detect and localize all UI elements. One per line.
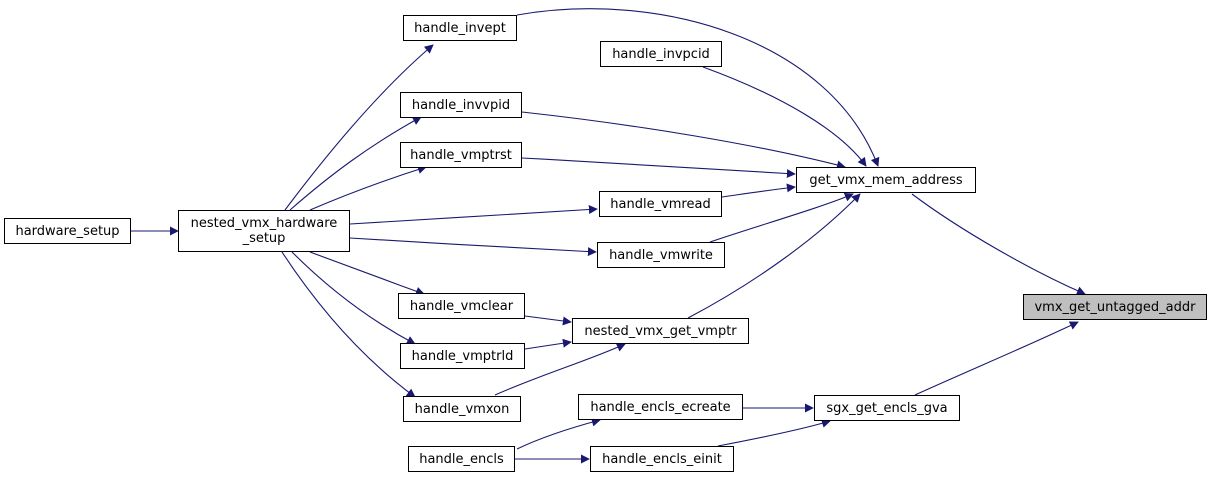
- edge-handle_vmptrst-to-get_vmx_mem_address: [521, 157, 796, 179]
- edge-nested_vmx_hardware_setup-to-handle_invvpid: [289, 116, 422, 211]
- edge-handle_invept-to-get_vmx_mem_address: [516, 8, 880, 167]
- edge-nested_vmx_hardware_setup-to-handle_vmclear: [309, 251, 425, 296]
- edge-nested_vmx_hardware_setup-to-handle_vmread: [349, 205, 598, 225]
- node-handle-invvpid[interactable]: handle_invvpid: [400, 92, 522, 118]
- edge-handle_encls-to-handle_encls_ecreate: [516, 417, 601, 450]
- node-handle-invept[interactable]: handle_invept: [403, 15, 517, 41]
- node-handle-encls[interactable]: handle_encls: [408, 446, 515, 472]
- node-handle-invpcid[interactable]: handle_invpcid: [600, 41, 722, 67]
- node-handle-encls-ecreate[interactable]: handle_encls_ecreate: [578, 394, 743, 420]
- edge-nested_vmx_hardware_setup-to-handle_vmptrst: [309, 165, 427, 211]
- edge-nested_vmx_hardware_setup-to-handle_vmxon: [281, 251, 416, 398]
- node-handle-vmptrld[interactable]: handle_vmptrld: [400, 343, 525, 369]
- node-handle-vmptrst[interactable]: handle_vmptrst: [400, 142, 522, 168]
- edge-handle_vmptrld-to-nested_vmx_get_vmptr: [524, 338, 572, 350]
- node-handle-vmwrite[interactable]: handle_vmwrite: [597, 242, 725, 268]
- node-nested-vmx-get-vmptr[interactable]: nested_vmx_get_vmptr: [572, 318, 749, 344]
- node-sgx-get-encls-gva[interactable]: sgx_get_encls_gva: [814, 395, 960, 421]
- node-hardware-setup[interactable]: hardware_setup: [4, 218, 131, 244]
- edge-handle_invvpid-to-get_vmx_mem_address: [521, 111, 846, 170]
- edge-handle_vmxon-to-nested_vmx_get_vmptr: [494, 343, 626, 396]
- edge-get_vmx_mem_address-to-vmx_get_untagged_addr: [911, 193, 1086, 295]
- node-get-vmx-mem-address[interactable]: get_vmx_mem_address: [796, 167, 976, 193]
- edge-nested_vmx_get_vmptr-to-get_vmx_mem_address: [687, 193, 861, 319]
- node-handle-vmxon[interactable]: handle_vmxon: [403, 396, 521, 422]
- edge-handle_encls_einit-to-sgx_get_encls_gva: [717, 419, 831, 447]
- edge-handle_vmclear-to-nested_vmx_get_vmptr: [524, 315, 572, 326]
- edge-nested_vmx_hardware_setup-to-handle_invept: [284, 44, 434, 211]
- edge-nested_vmx_hardware_setup-to-handle_vmptrld: [291, 251, 416, 345]
- node-nested-vmx-hardware-setup[interactable]: nested_vmx_hardware _setup: [178, 210, 350, 252]
- edge-handle_vmread-to-get_vmx_mem_address: [721, 183, 796, 198]
- node-handle-vmclear[interactable]: handle_vmclear: [398, 293, 525, 319]
- edge-nested_vmx_hardware_setup-to-handle_vmwrite: [349, 237, 597, 257]
- edge-handle_vmwrite-to-get_vmx_mem_address: [709, 193, 854, 243]
- edge-sgx_get_encls_gva-to-vmx_get_untagged_addr: [914, 321, 1079, 396]
- node-handle-encls-einit[interactable]: handle_encls_einit: [590, 446, 734, 472]
- edge-handle_invpcid-to-get_vmx_mem_address: [702, 66, 867, 167]
- node-vmx-get-untagged-addr: vmx_get_untagged_addr: [1023, 294, 1207, 320]
- node-handle-vmread[interactable]: handle_vmread: [599, 191, 722, 217]
